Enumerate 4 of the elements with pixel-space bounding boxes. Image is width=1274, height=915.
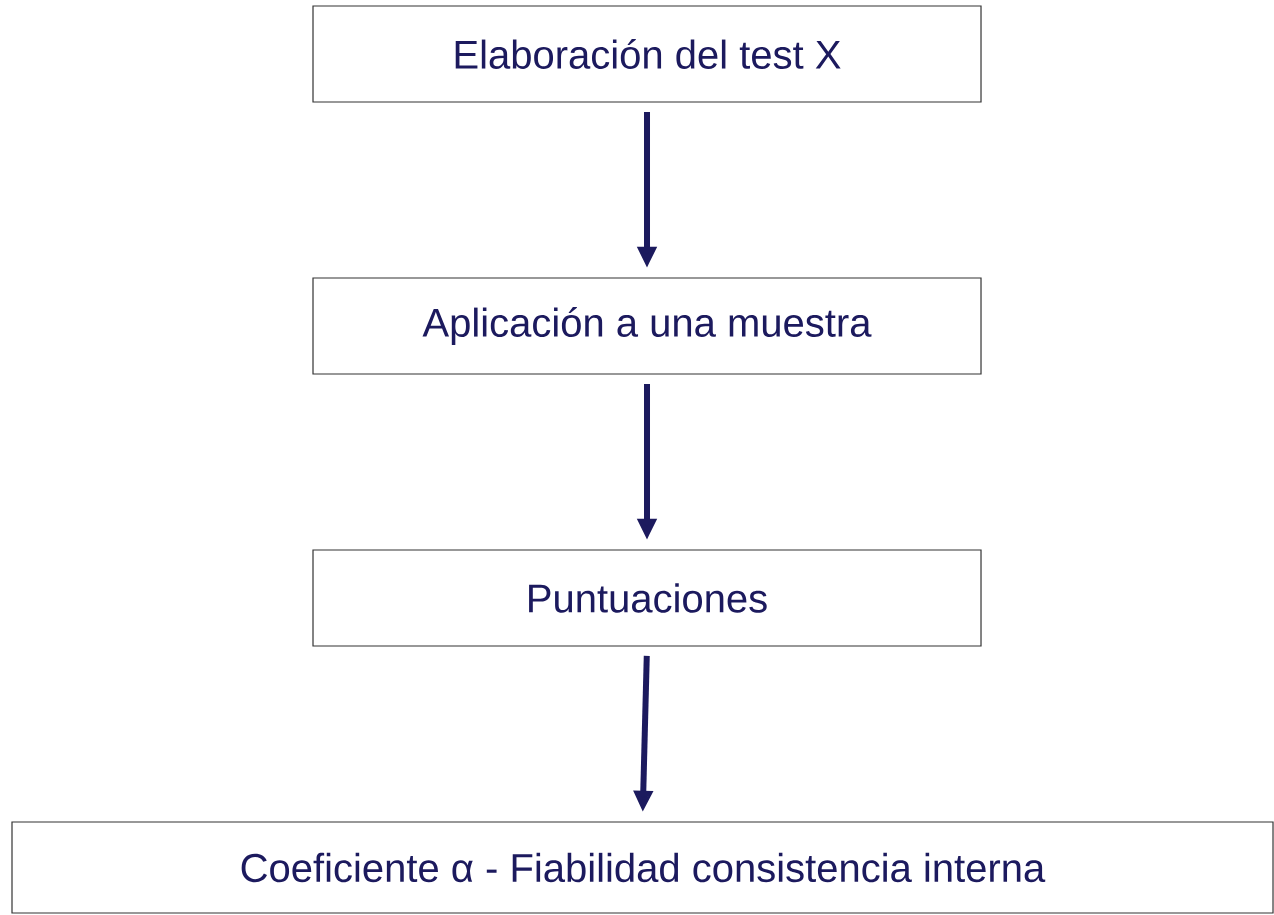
process-box: Elaboración del test X <box>312 5 982 103</box>
process-box: Aplicación a una muestra <box>312 277 982 375</box>
process-box: Puntuaciones <box>312 549 982 647</box>
process-box: Coeficiente α - Fiabilidad consistencia interna <box>11 821 1274 914</box>
